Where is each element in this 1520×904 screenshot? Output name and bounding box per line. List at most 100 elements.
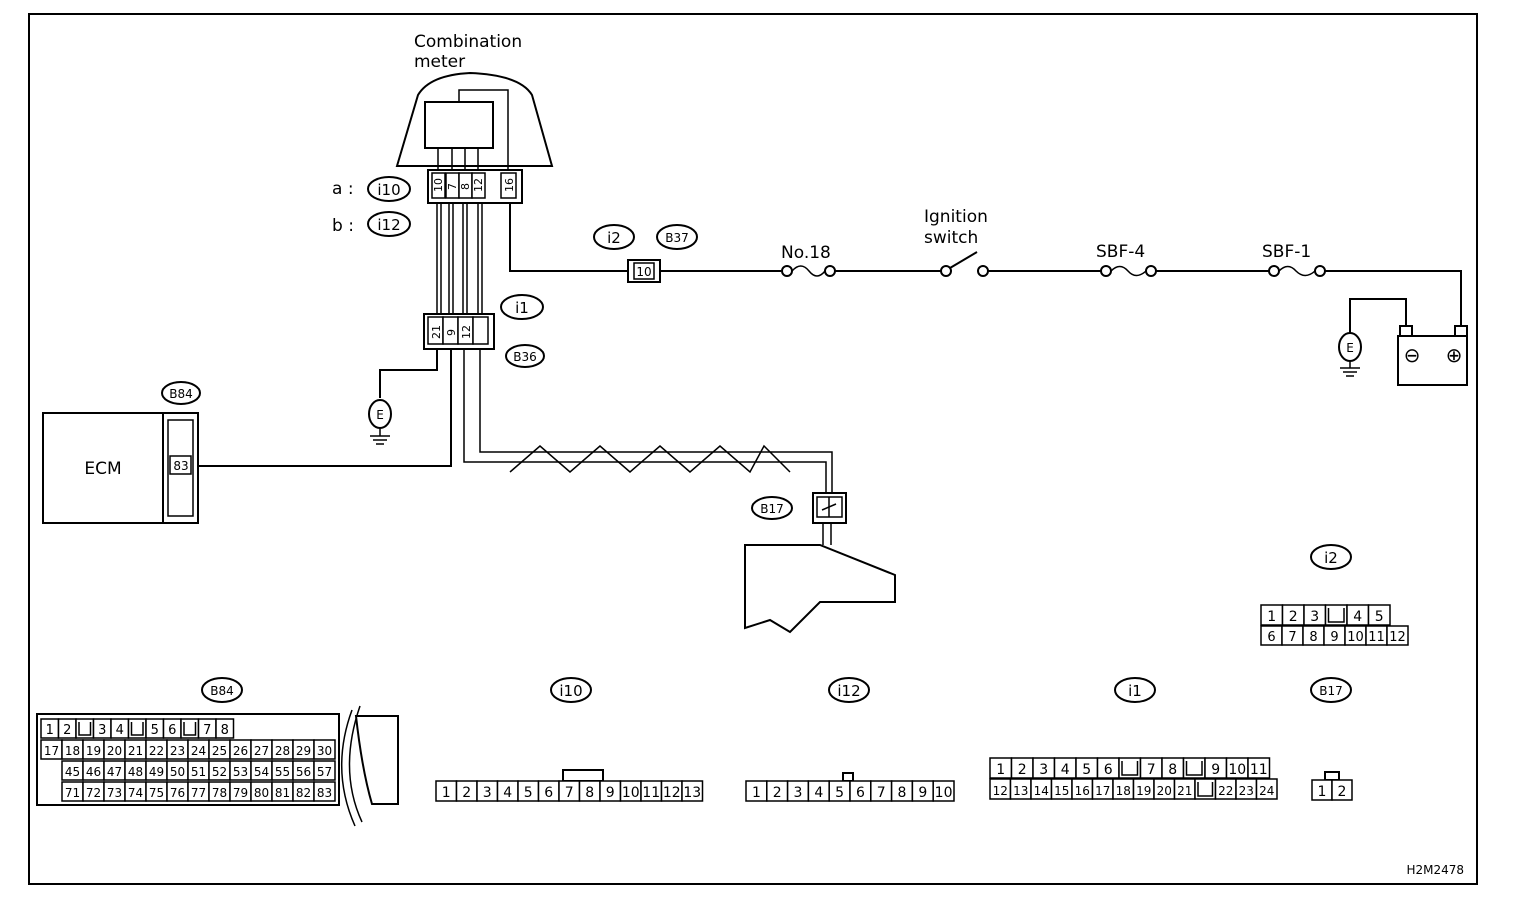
svg-text:8: 8 [1168, 762, 1177, 778]
svg-text:6: 6 [544, 785, 553, 801]
b84-r3-5: 50 [166, 760, 189, 781]
ecm-conn: B84 [169, 387, 193, 401]
b84-r1-1: 2 [57, 718, 77, 739]
svg-text:2: 2 [1289, 609, 1298, 625]
i1-r1-4: 5 [1075, 757, 1099, 779]
i2-r2-5: 11 [1365, 625, 1388, 646]
i1-r2-0: 12 [989, 778, 1012, 800]
meter-conn-b-label: b : [332, 216, 354, 236]
b84-r4-9: 80 [250, 781, 273, 802]
i1-r2-8: 20 [1153, 778, 1176, 800]
b84-r4-11: 82 [292, 781, 315, 802]
i10-pin-1: 2 [455, 780, 478, 802]
b84-r2-2: 19 [82, 739, 105, 760]
b84-r3-0: 45 [61, 760, 84, 781]
svg-text:22: 22 [149, 744, 164, 758]
i2-r2-4: 10 [1344, 625, 1367, 646]
svg-text:20: 20 [107, 744, 122, 758]
b84-r3-8: 53 [229, 760, 252, 781]
transmission: B17 [744, 492, 896, 634]
svg-text:12: 12 [993, 784, 1008, 798]
i2-r1-3 [1324, 604, 1348, 626]
svg-text:4: 4 [1061, 762, 1070, 778]
i2-r2-3: 9 [1323, 625, 1346, 646]
shield-zigzag [509, 444, 791, 474]
i1-r1-6 [1118, 757, 1142, 779]
svg-text:5: 5 [1082, 762, 1091, 778]
svg-text:4: 4 [814, 785, 823, 801]
svg-text:19: 19 [86, 744, 101, 758]
meter-pin-1: 10 [432, 178, 445, 192]
svg-text:76: 76 [170, 786, 185, 800]
svg-text:11: 11 [1250, 762, 1268, 778]
svg-text:78: 78 [212, 786, 227, 800]
svg-text:2: 2 [1338, 784, 1347, 800]
svg-text:1: 1 [442, 785, 451, 801]
svg-text:6: 6 [856, 785, 865, 801]
svg-text:6: 6 [168, 723, 176, 738]
junction-pin-3: 12 [460, 325, 473, 339]
b84-r4-12: 83 [313, 781, 336, 802]
svg-text:17: 17 [44, 744, 59, 758]
i2-r1-2: 3 [1303, 604, 1327, 626]
svg-text:3: 3 [794, 785, 803, 801]
i10-pin-10: 11 [640, 780, 663, 802]
svg-text:2: 2 [462, 785, 471, 801]
svg-text:23: 23 [170, 744, 185, 758]
i1-r2-9: 21 [1173, 778, 1196, 800]
diagram-frame [28, 13, 1478, 885]
svg-text:9: 9 [1211, 762, 1220, 778]
b84-r4-2: 73 [103, 781, 126, 802]
i1-r2-11: 22 [1214, 778, 1237, 800]
svg-text:6: 6 [1104, 762, 1113, 778]
figure-code: H2M2478 [1406, 863, 1464, 877]
b17-pin-1: 2 [1331, 779, 1353, 801]
svg-text:8: 8 [585, 785, 594, 801]
svg-text:24: 24 [191, 744, 206, 758]
svg-text:19: 19 [1136, 784, 1151, 798]
b84-r1-7: 6 [162, 718, 182, 739]
junction-connector: 21 9 12 i1 B36 [423, 294, 545, 368]
svg-text:29: 29 [296, 744, 311, 758]
sbf4-label: SBF-4 [1096, 242, 1145, 262]
i2-r1-5: 5 [1367, 604, 1391, 626]
svg-text:12: 12 [1389, 630, 1406, 645]
junction-pin-2: 9 [445, 329, 458, 336]
b84-r3-7: 52 [208, 760, 231, 781]
svg-text:6: 6 [1267, 630, 1275, 645]
i10-pin-9: 10 [619, 780, 642, 802]
i10-pin-11: 12 [660, 780, 683, 802]
cv-b17-label: B17 [1319, 684, 1343, 698]
svg-text:26: 26 [233, 744, 248, 758]
svg-text:15: 15 [1054, 784, 1069, 798]
svg-text:1: 1 [46, 723, 54, 738]
svg-text:1: 1 [752, 785, 761, 801]
i1-r1-7: 7 [1139, 757, 1163, 779]
ground-wire-left [379, 349, 438, 398]
b84-r3-1: 46 [82, 760, 105, 781]
combination-meter: Combination meter 10 7 8 12 16 a : i10 b… [332, 32, 554, 237]
svg-text:13: 13 [683, 785, 701, 801]
svg-text:21: 21 [128, 744, 143, 758]
i1-r1-9 [1182, 757, 1206, 779]
i1-r1-1: 2 [1010, 757, 1034, 779]
b84-r1-10: 8 [215, 718, 235, 739]
svg-text:14: 14 [1034, 784, 1049, 798]
b84-r1-3: 3 [92, 718, 112, 739]
svg-text:9: 9 [918, 785, 927, 801]
b84-r2-8: 25 [208, 739, 231, 760]
svg-text:4: 4 [116, 723, 124, 738]
cv-i1-label: i1 [1128, 682, 1142, 700]
b84-r3-3: 48 [124, 760, 147, 781]
i2-r1-1: 2 [1281, 604, 1305, 626]
svg-text:80: 80 [254, 786, 269, 800]
ecm-pin: 83 [173, 459, 188, 473]
svg-text:10: 10 [622, 785, 640, 801]
i2-r1-0: 1 [1260, 604, 1284, 626]
svg-text:4: 4 [1353, 609, 1362, 625]
b84-r1-0: 1 [40, 718, 60, 739]
